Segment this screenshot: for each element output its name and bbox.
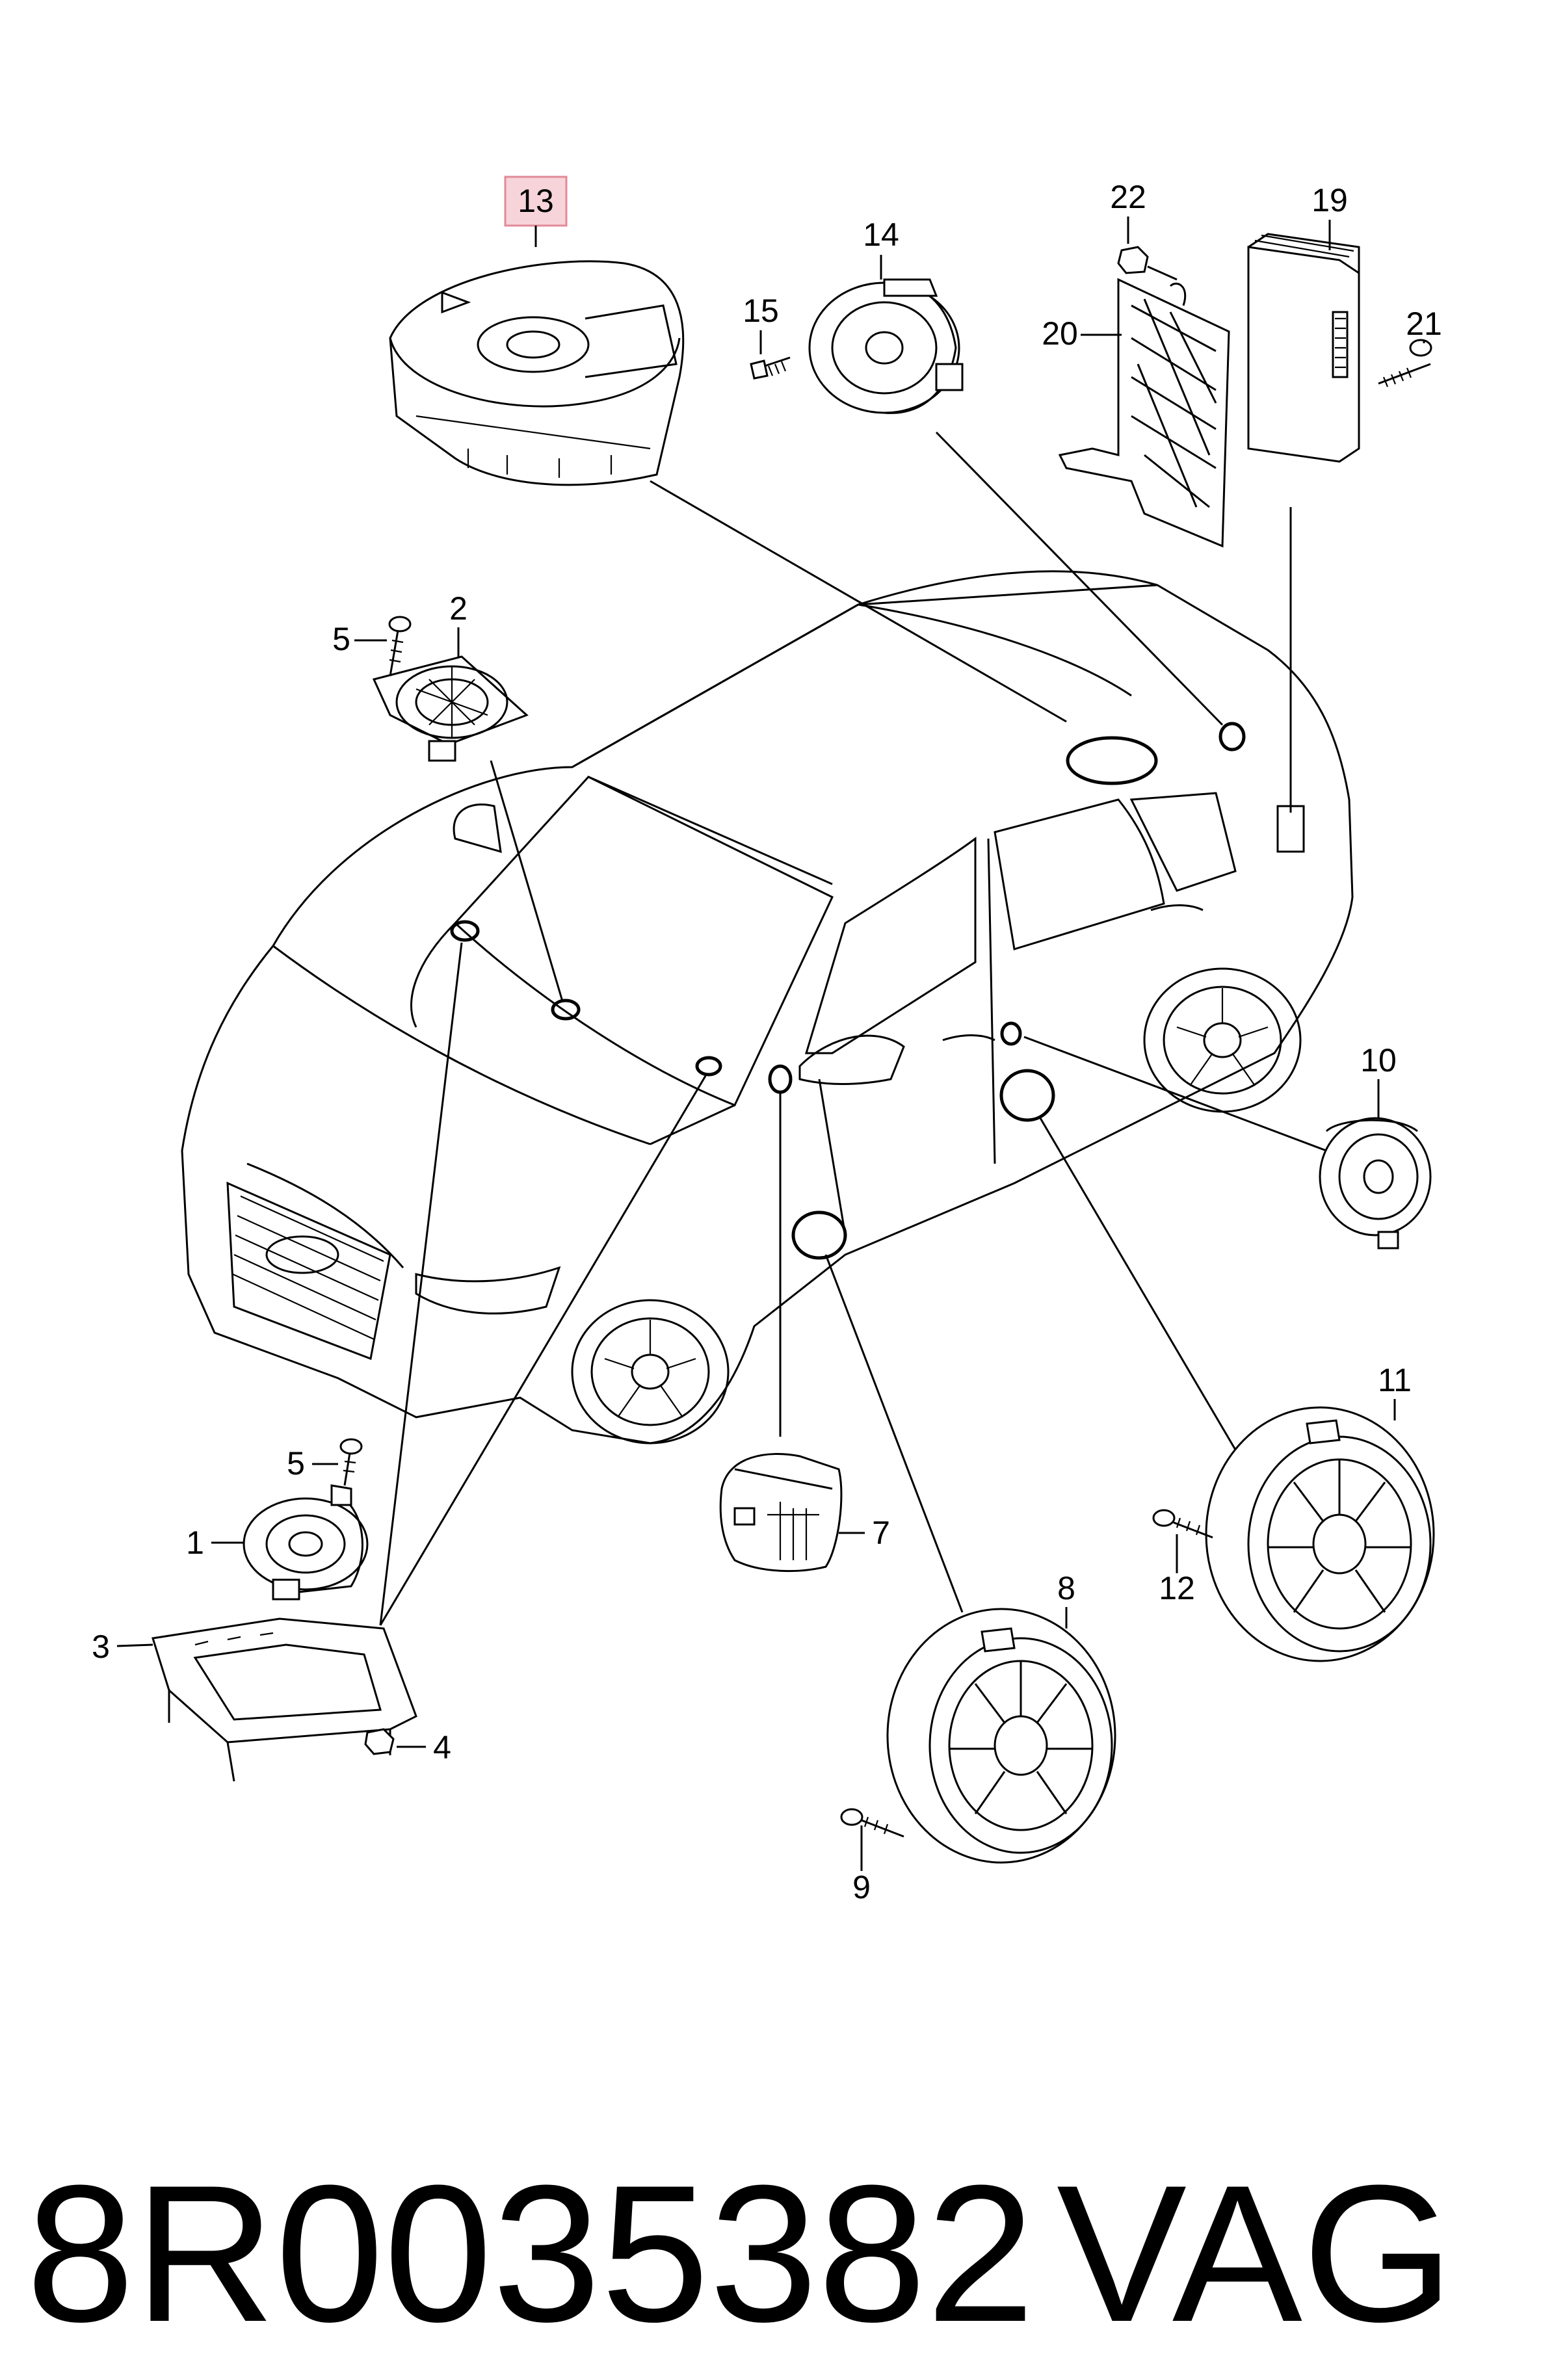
screw-part-15 bbox=[750, 356, 791, 380]
screw-part-21 bbox=[1378, 339, 1432, 387]
leader-lines bbox=[379, 431, 1327, 1626]
speaker-part-10 bbox=[1319, 1117, 1432, 1249]
brand: VAG bbox=[1057, 2144, 1454, 2362]
subwoofer-part-13 bbox=[389, 260, 685, 486]
car-illustration bbox=[181, 570, 1354, 1445]
nut-part-4 bbox=[364, 1728, 395, 1755]
part-number: 8R0035382 bbox=[26, 2144, 1034, 2362]
callout-19: 19 bbox=[1311, 182, 1348, 218]
location-markers bbox=[450, 722, 1246, 1260]
callout-13: 13 bbox=[518, 183, 554, 219]
nut-part-22 bbox=[1117, 246, 1178, 281]
callout-11: 11 bbox=[1378, 1362, 1412, 1398]
speaker-part-11 bbox=[1205, 1406, 1435, 1662]
callout-1: 1 bbox=[186, 1524, 204, 1561]
amplifier-part-19 bbox=[1247, 233, 1360, 463]
callout-3: 3 bbox=[92, 1628, 110, 1665]
bracket-part-20 bbox=[1058, 278, 1230, 548]
frame-part-3 bbox=[151, 1617, 417, 1782]
callout-5-upper: 5 bbox=[332, 621, 350, 657]
speaker-part-2 bbox=[372, 655, 529, 762]
callout-4: 4 bbox=[433, 1729, 451, 1766]
screw-part-12 bbox=[1152, 1509, 1213, 1539]
callout-22: 22 bbox=[1110, 179, 1146, 215]
callout-2: 2 bbox=[449, 590, 468, 627]
screw-part-5-upper bbox=[388, 616, 412, 677]
callout-12: 12 bbox=[1159, 1570, 1195, 1606]
callout-labels: 13 14 15 22 19 20 21 2 5 10 11 12 5 1 3 … bbox=[92, 176, 1442, 1905]
callout-20: 20 bbox=[1042, 315, 1078, 352]
callout-5-lower: 5 bbox=[287, 1445, 305, 1482]
callout-21: 21 bbox=[1406, 306, 1442, 342]
callout-14: 14 bbox=[863, 216, 899, 253]
speaker-part-14 bbox=[808, 278, 964, 414]
callout-7: 7 bbox=[872, 1515, 890, 1551]
callout-8: 8 bbox=[1057, 1570, 1075, 1606]
callout-15: 15 bbox=[743, 293, 779, 329]
callout-13-highlight bbox=[504, 176, 568, 227]
screw-part-9 bbox=[840, 1808, 904, 1838]
speaker-part-8 bbox=[886, 1608, 1116, 1864]
screw-part-5-lower bbox=[339, 1438, 363, 1486]
callout-9: 9 bbox=[852, 1869, 871, 1905]
module-part-7 bbox=[719, 1453, 843, 1573]
callout-10: 10 bbox=[1360, 1042, 1397, 1079]
speaker-part-1 bbox=[243, 1484, 369, 1601]
